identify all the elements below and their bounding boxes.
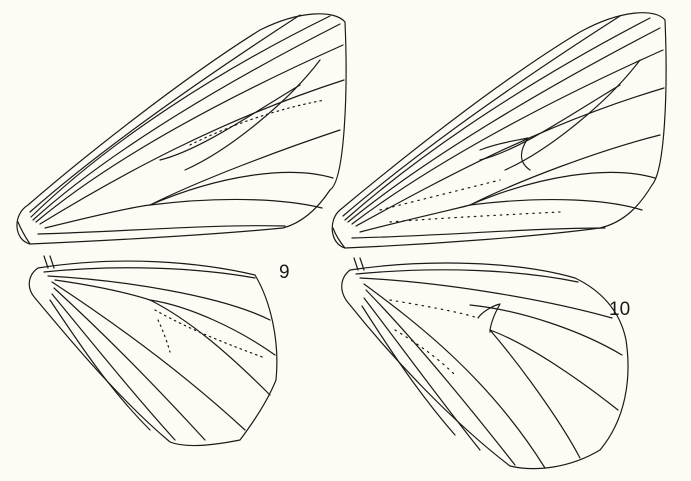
figure-9-forewing <box>17 14 346 244</box>
forewing-vein <box>36 45 343 222</box>
hindwing-dotted <box>155 310 265 358</box>
forewing-vein <box>356 88 664 226</box>
forewing-vein <box>185 60 320 170</box>
forewing-outline <box>17 14 346 244</box>
hindwing-vein <box>362 306 455 435</box>
hindwing-vein <box>364 298 480 450</box>
hindwing-vein <box>366 290 515 465</box>
forewing-vein <box>352 228 605 238</box>
forewing-dotted <box>390 212 560 222</box>
hindwing-vein <box>54 288 205 440</box>
hindwing-cell <box>478 304 500 332</box>
forewing-vein <box>360 205 470 232</box>
figure-9-hindwing <box>29 256 277 446</box>
figure-10-forewing <box>332 13 666 248</box>
hindwing-vein <box>52 282 245 430</box>
forewing-vein <box>480 85 620 160</box>
hindwing-vein <box>44 268 255 278</box>
forewing-vein <box>505 60 640 170</box>
forewing-vein <box>470 200 642 210</box>
hindwing-vein <box>52 294 175 440</box>
forewing-vein <box>45 205 150 228</box>
forewing-vein <box>150 199 322 208</box>
forewing-vein <box>38 226 285 234</box>
hindwing-vein <box>360 278 612 318</box>
hindwing-dotted <box>158 320 170 352</box>
forewing-vein <box>150 172 333 205</box>
forewing-vein <box>31 16 330 217</box>
hindwing-vein <box>150 300 270 395</box>
hindwing-base <box>354 258 358 270</box>
hindwing-dotted <box>390 300 478 318</box>
forewing-costa-inner <box>30 15 300 212</box>
forewing-vein <box>352 50 663 224</box>
figure-number-10: 10 <box>609 300 630 319</box>
figure-10-hindwing <box>342 258 628 469</box>
forewing-vein <box>160 85 300 160</box>
hindwing-vein <box>55 280 150 300</box>
hindwing-vein <box>470 305 622 355</box>
forewing-vein <box>470 135 660 205</box>
hindwing-outline <box>342 263 628 469</box>
hindwing-vein <box>490 330 580 458</box>
forewing-vein <box>40 80 344 224</box>
figure-number-9: 9 <box>279 263 290 282</box>
